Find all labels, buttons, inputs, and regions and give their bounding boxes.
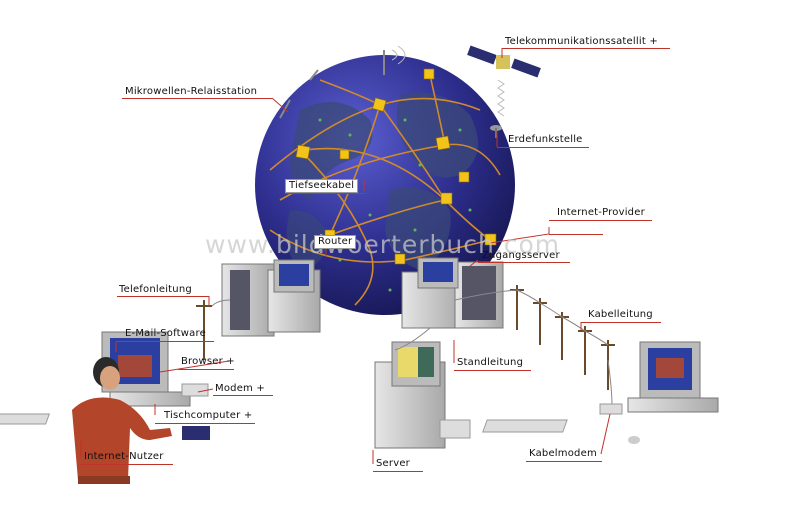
- rule-internet-provider-2: [549, 234, 603, 235]
- cable-modem-pc: [482, 341, 719, 444]
- network-nodes: [295, 68, 497, 265]
- label-deep-sea-cable[interactable]: Tiefseekabel: [285, 179, 359, 193]
- label-telecom-satellite[interactable]: Telekommunikationssatellit +: [505, 36, 658, 47]
- rule-internet-user: [81, 464, 173, 465]
- rule-access-server: [478, 262, 570, 263]
- rule-modem: [213, 395, 273, 396]
- earth-station-dish: [490, 125, 502, 138]
- label-router[interactable]: Router: [314, 235, 357, 249]
- label-desktop-computer[interactable]: Tischcomputer +: [164, 410, 253, 421]
- rule-telecom-satellite: [502, 48, 670, 49]
- rule-deep-sea-cable: [285, 193, 365, 194]
- label-cable-line[interactable]: Kabelleitung: [588, 309, 653, 320]
- rule-server: [373, 471, 423, 472]
- telephone-poles: [196, 285, 615, 390]
- satellite: [467, 45, 541, 117]
- label-earth-station[interactable]: Erdefunkstelle: [508, 134, 583, 145]
- city-dots: [298, 118, 472, 292]
- label-modem[interactable]: Modem +: [215, 383, 265, 394]
- internet-user-figure: [72, 357, 172, 484]
- label-internet-user[interactable]: Internet-Nutzer: [84, 451, 164, 462]
- leader-lines: [80, 48, 611, 464]
- rule-email-software: [116, 341, 214, 342]
- rule-cable-line: [581, 322, 661, 323]
- connection-wires: [211, 289, 613, 406]
- label-server[interactable]: Server: [376, 458, 410, 469]
- rule-telephone-line: [117, 296, 209, 297]
- label-browser[interactable]: Browser +: [181, 356, 235, 367]
- rule-internet-provider: [549, 220, 652, 221]
- router-tower: [221, 259, 321, 337]
- rule-earth-station: [497, 147, 589, 148]
- label-internet-provider[interactable]: Internet-Provider: [557, 207, 645, 218]
- label-cable-modem[interactable]: Kabelmodem: [529, 448, 597, 459]
- label-email-software[interactable]: E-Mail-Software: [125, 328, 206, 339]
- rule-dedicated-line: [454, 370, 531, 371]
- rule-desktop-computer: [155, 423, 255, 424]
- rule-microwave-relay: [122, 98, 272, 99]
- server-machine: [374, 341, 471, 449]
- label-telephone-line[interactable]: Telefonleitung: [119, 284, 192, 295]
- watermark: www.bildwoerterbuch.com: [205, 230, 561, 259]
- label-dedicated-line[interactable]: Standleitung: [457, 357, 524, 368]
- rule-cable-modem: [526, 461, 602, 462]
- rule-browser: [178, 369, 234, 370]
- label-microwave-relay[interactable]: Mikrowellen-Relaisstation: [125, 86, 258, 97]
- label-access-server[interactable]: Zugangsserver: [482, 250, 560, 261]
